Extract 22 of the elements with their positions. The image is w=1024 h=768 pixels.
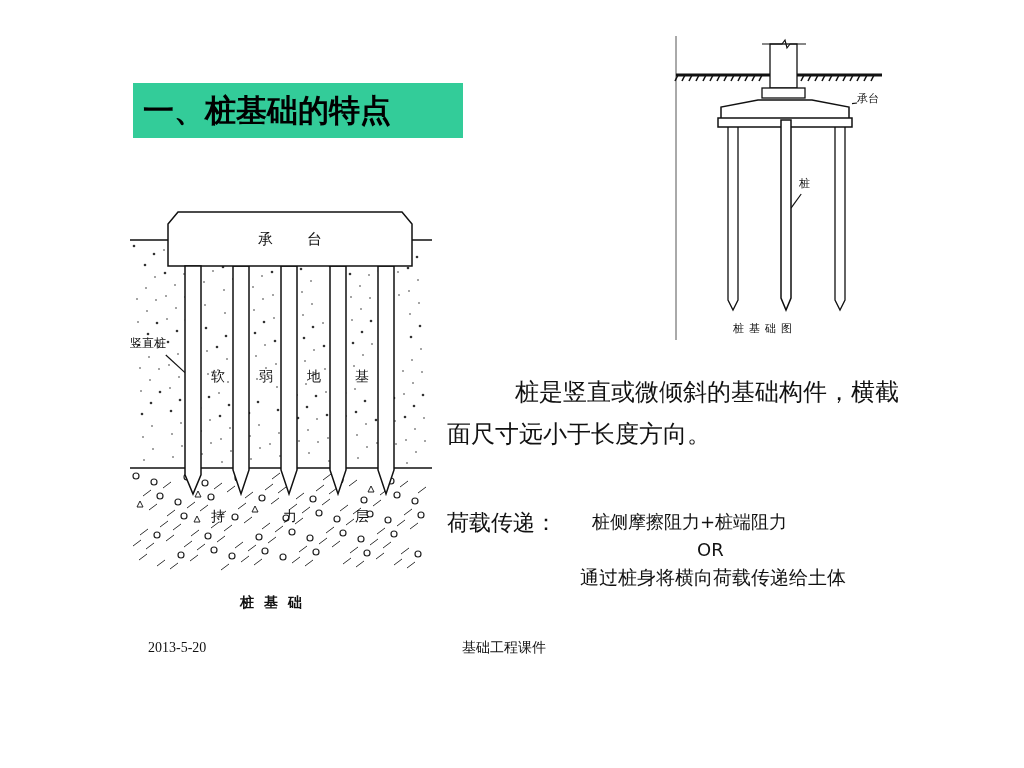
soil-label: 持力层: [211, 508, 427, 525]
leader-line: [165, 354, 186, 374]
date-text: 2013-5-20: [148, 640, 207, 657]
leader-line: [851, 102, 858, 105]
pile-cap: [718, 98, 852, 127]
label-text: OR: [697, 539, 724, 561]
part-label: 竖直桩: [130, 337, 166, 349]
part-label: 承台: [857, 93, 879, 104]
soil-label: 软弱地基: [211, 368, 403, 385]
figure-caption: 桩基础图: [733, 322, 797, 336]
title-banner: 一、桩基础的特点: [133, 83, 463, 138]
pile: [781, 120, 791, 310]
part-label: 承台: [258, 231, 356, 247]
label-text: 荷载传递：: [447, 510, 557, 537]
part-label: 桩: [799, 178, 810, 189]
label-text: 桩侧摩擦阻力+桩端阻力: [592, 511, 788, 533]
pile: [185, 266, 201, 494]
label-text: 通过桩身将横向荷载传递给土体: [580, 566, 846, 589]
footer-text: 基础工程课件: [462, 640, 546, 657]
figure-caption: 桩基础: [240, 594, 312, 611]
leader-line: [790, 193, 802, 209]
description-text: 桩是竖直或微倾斜的基础构件，横截面尺寸远小于长度方向。: [447, 377, 900, 450]
